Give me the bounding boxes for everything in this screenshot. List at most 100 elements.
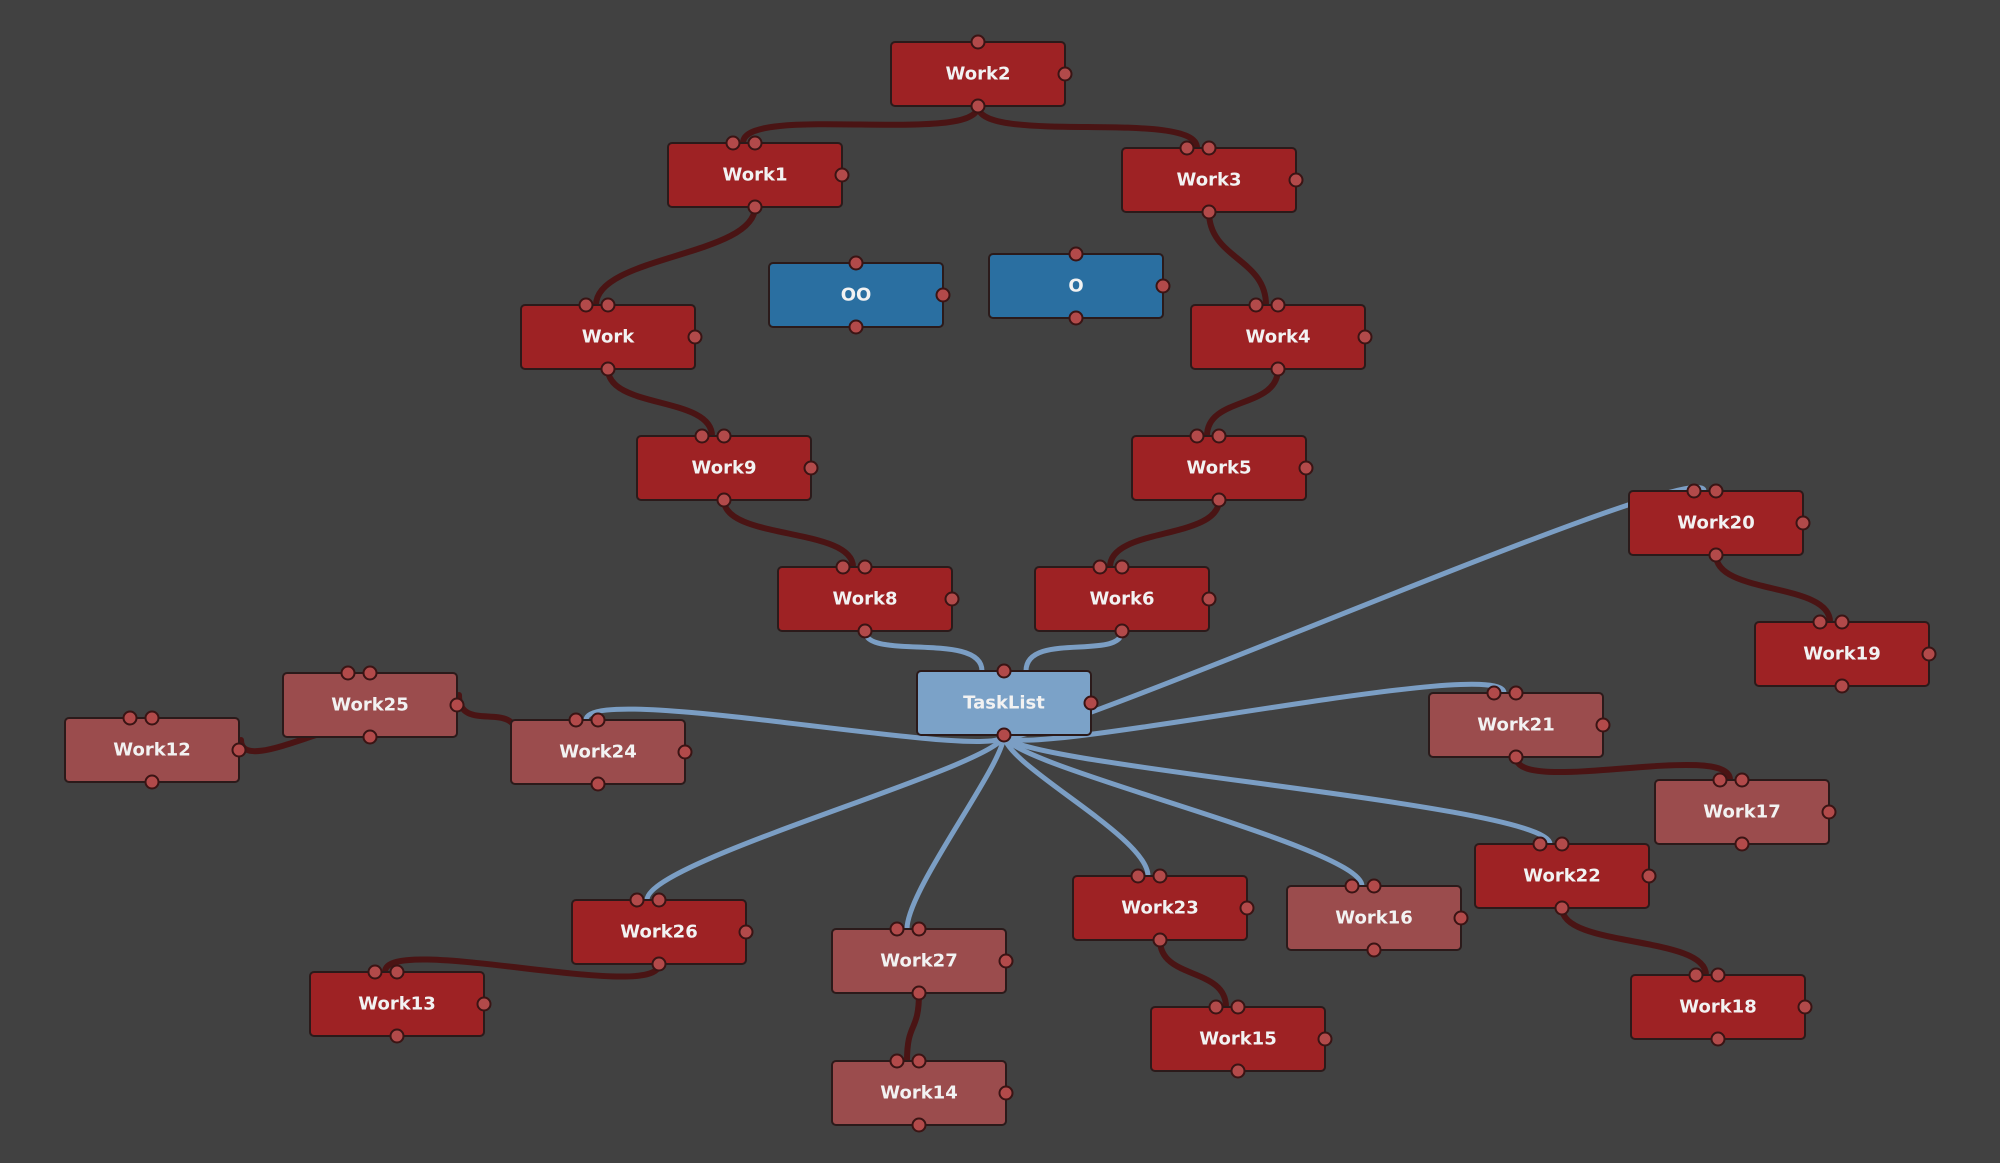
side-port[interactable] [1641,868,1657,884]
input-port[interactable] [1734,772,1750,788]
node-work13[interactable]: Work13 [309,964,492,1044]
input-port-a[interactable] [1189,428,1205,444]
output-port[interactable] [1734,836,1750,852]
input-port-a[interactable] [1486,685,1502,701]
input-port-a[interactable] [889,1053,905,1069]
node-work2[interactable]: Work2 [890,34,1073,114]
output-port[interactable] [1230,1063,1246,1079]
input-port[interactable] [1554,836,1570,852]
input-port-a[interactable] [340,665,356,681]
side-port[interactable] [1298,460,1314,476]
input-port-a[interactable] [1812,614,1828,630]
node-work12[interactable]: Work12 [64,710,247,790]
side-port[interactable] [1057,66,1073,82]
input-port[interactable] [362,665,378,681]
input-port[interactable] [1211,428,1227,444]
input-port-a[interactable] [889,921,905,937]
output-port[interactable] [1508,749,1524,765]
side-port[interactable] [1201,591,1217,607]
input-port[interactable] [1508,685,1524,701]
input-port[interactable] [857,559,873,575]
output-port[interactable] [1710,1031,1726,1047]
input-port[interactable] [1152,868,1168,884]
output-port[interactable] [996,727,1012,743]
side-port[interactable] [834,167,850,183]
input-port[interactable] [1366,878,1382,894]
side-port[interactable] [944,591,960,607]
input-port[interactable] [848,255,864,271]
output-port[interactable] [144,774,160,790]
input-port-a[interactable] [1686,483,1702,499]
input-port-a[interactable] [1092,559,1108,575]
output-port[interactable] [590,776,606,792]
input-port[interactable] [1710,967,1726,983]
node-work6[interactable]: Work6 [1034,559,1217,639]
output-port[interactable] [1834,678,1850,694]
side-port[interactable] [476,996,492,1012]
input-port-a[interactable] [1208,999,1224,1015]
input-port-a[interactable] [629,892,645,908]
side-port[interactable] [738,924,754,940]
input-port-a[interactable] [1712,772,1728,788]
output-port[interactable] [1068,310,1084,326]
node-work17[interactable]: Work17 [1654,772,1837,852]
input-port[interactable] [1834,614,1850,630]
side-port[interactable] [687,329,703,345]
input-port-a[interactable] [694,428,710,444]
output-port[interactable] [1270,361,1286,377]
node-work18[interactable]: Work18 [1630,967,1813,1047]
output-port[interactable] [857,623,873,639]
output-port[interactable] [1211,492,1227,508]
input-port[interactable] [1708,483,1724,499]
node-work4[interactable]: Work4 [1190,297,1373,377]
input-port-a[interactable] [1688,967,1704,983]
output-port[interactable] [1201,204,1217,220]
side-port[interactable] [803,460,819,476]
side-port[interactable] [1288,172,1304,188]
side-port[interactable] [677,744,693,760]
output-port[interactable] [848,319,864,335]
node-work19[interactable]: Work19 [1754,614,1937,694]
output-port[interactable] [911,985,927,1001]
side-port[interactable] [1821,804,1837,820]
input-port-a[interactable] [835,559,851,575]
output-port[interactable] [970,98,986,114]
input-port-a[interactable] [122,710,138,726]
node-work27[interactable]: Work27 [831,921,1014,1001]
input-port-a[interactable] [568,712,584,728]
output-port[interactable] [1366,942,1382,958]
side-port[interactable] [1797,999,1813,1015]
node-work9[interactable]: Work9 [636,428,819,508]
node-work24[interactable]: Work24 [510,712,693,792]
side-port[interactable] [449,697,465,713]
side-port[interactable] [998,953,1014,969]
node-work22[interactable]: Work22 [1474,836,1657,916]
input-port[interactable] [1068,246,1084,262]
output-port[interactable] [600,361,616,377]
input-port[interactable] [1114,559,1130,575]
side-port[interactable] [1357,329,1373,345]
side-port[interactable] [998,1085,1014,1101]
node-work14[interactable]: Work14 [831,1053,1014,1133]
side-port[interactable] [1239,900,1255,916]
node-work5[interactable]: Work5 [1131,428,1314,508]
input-port[interactable] [716,428,732,444]
input-port-a[interactable] [367,964,383,980]
input-port[interactable] [747,135,763,151]
output-port[interactable] [1114,623,1130,639]
input-port[interactable] [590,712,606,728]
side-port[interactable] [231,742,247,758]
input-port-a[interactable] [1130,868,1146,884]
input-port[interactable] [911,921,927,937]
input-port[interactable] [1201,140,1217,156]
node-work23[interactable]: Work23 [1072,868,1255,948]
side-port[interactable] [1155,278,1171,294]
output-port[interactable] [651,956,667,972]
node-work21[interactable]: Work21 [1428,685,1611,765]
input-port-a[interactable] [1179,140,1195,156]
input-port[interactable] [651,892,667,908]
node-work8[interactable]: Work8 [777,559,960,639]
node-work1[interactable]: Work1 [667,135,850,215]
input-port[interactable] [1270,297,1286,313]
